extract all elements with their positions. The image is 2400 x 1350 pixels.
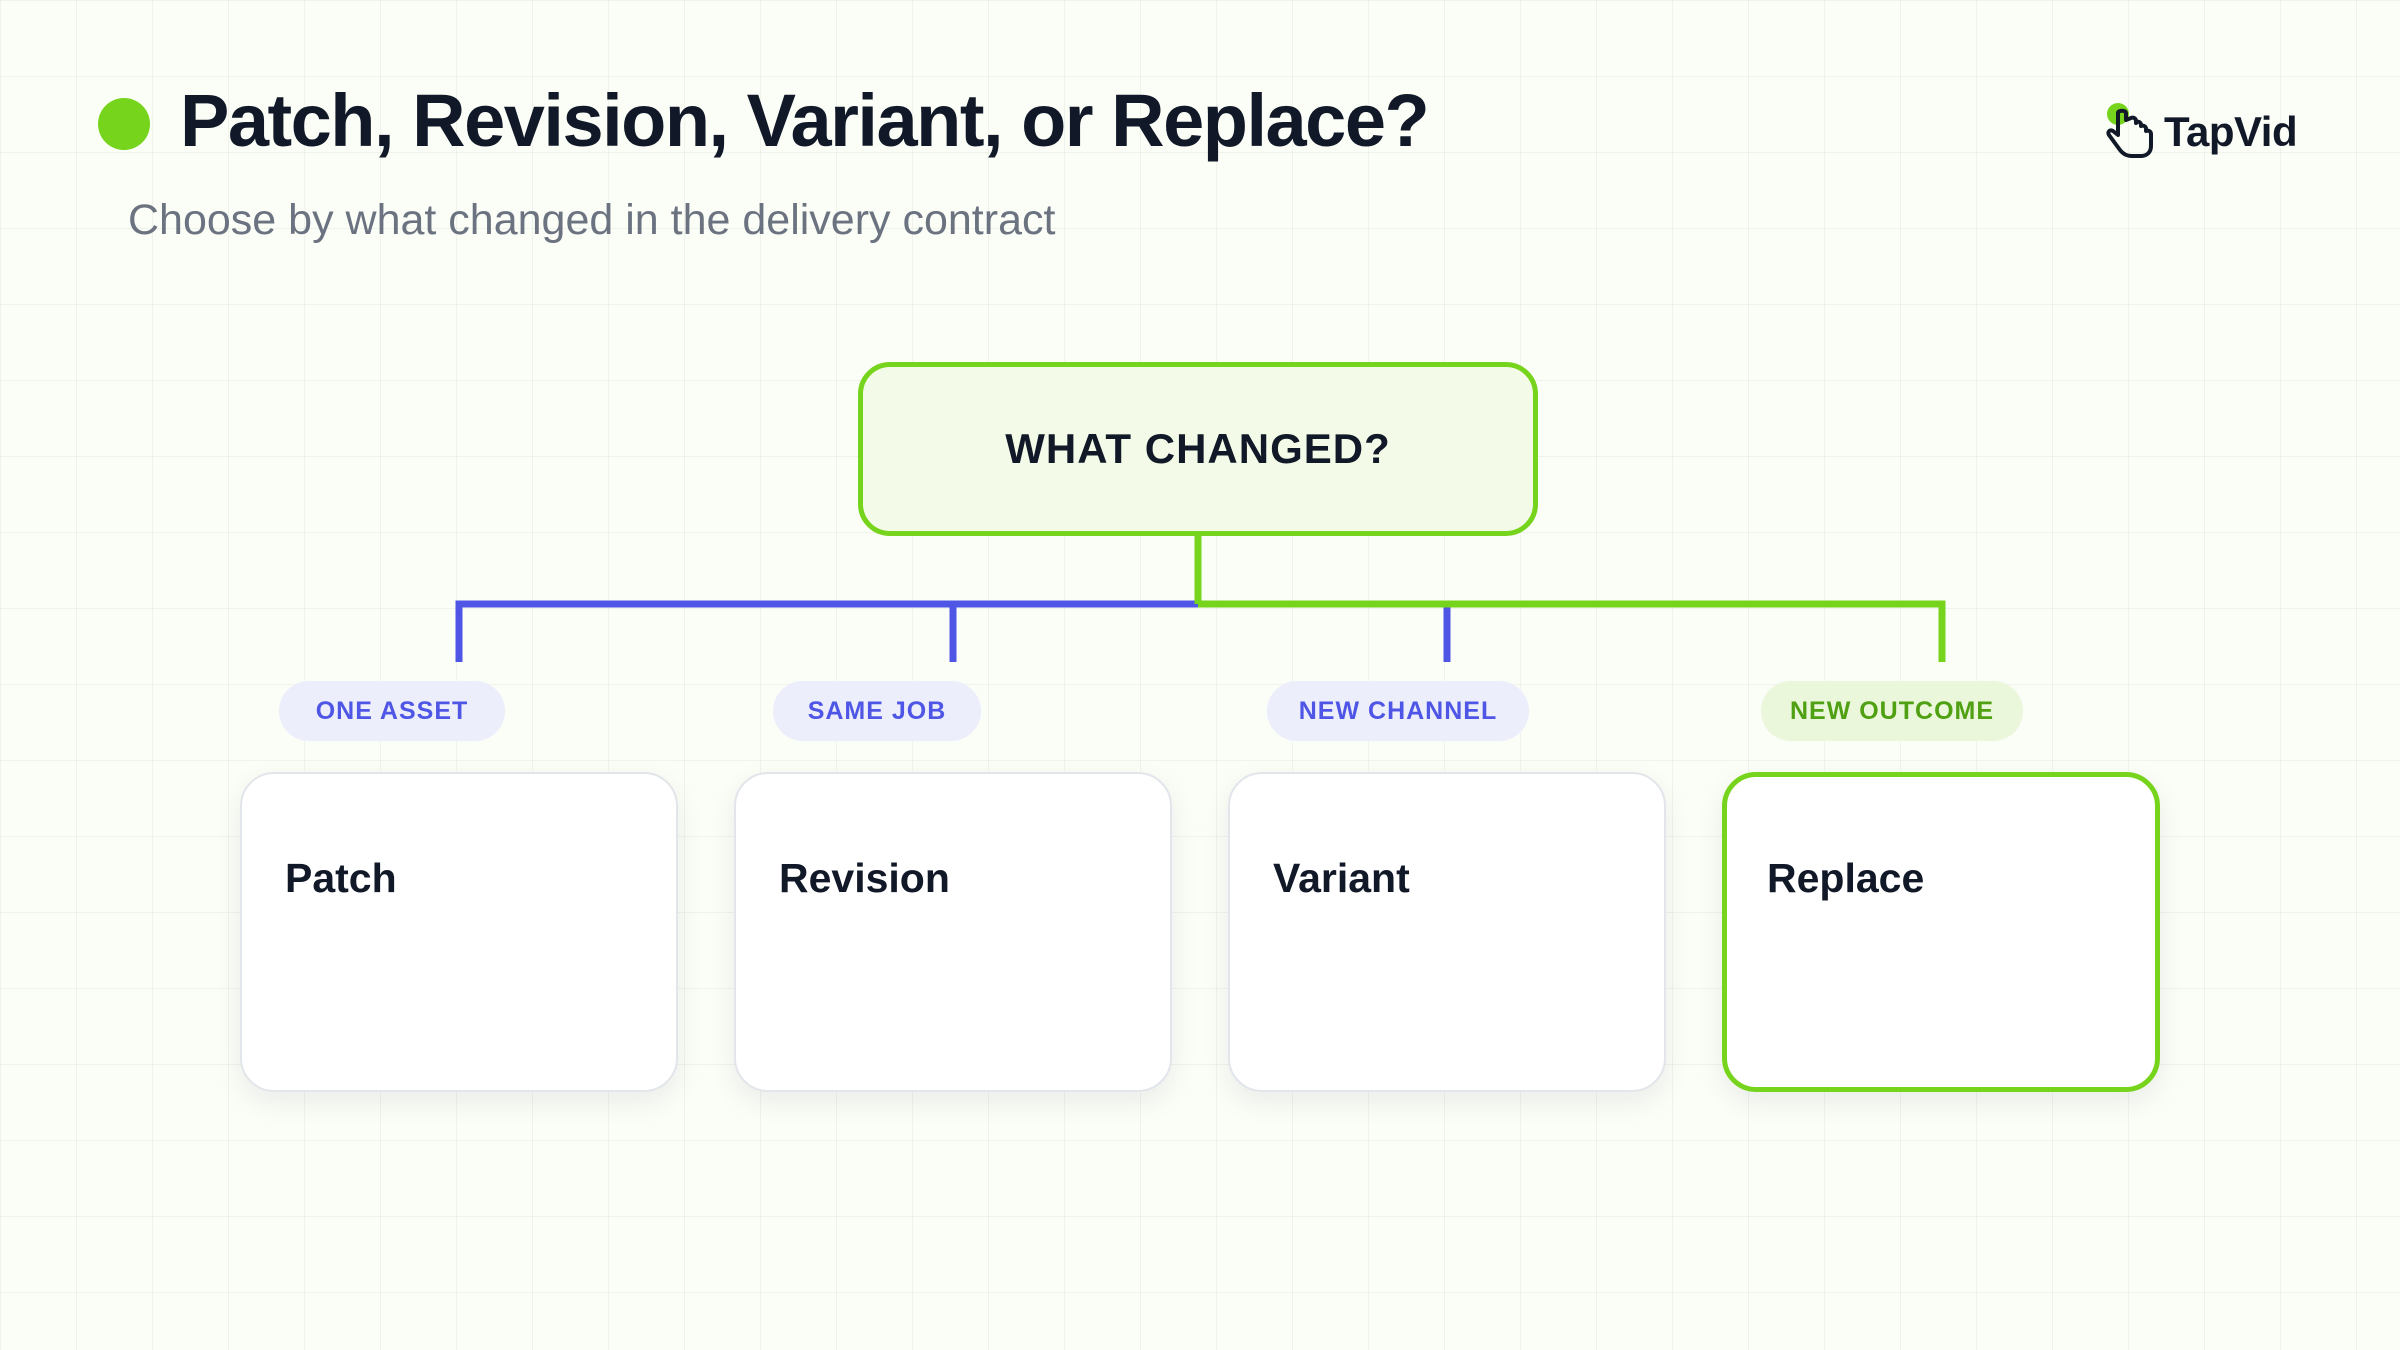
branch-pill-one-asset: ONE ASSET [279, 681, 505, 741]
connector-green [1194, 536, 1946, 662]
branch-pill-new-channel: NEW CHANNEL [1267, 681, 1529, 741]
branch-pill-new-outcome: NEW OUTCOME [1761, 681, 2023, 741]
option-card-replace: Replace [1722, 772, 2160, 1092]
option-card-title: Revision [779, 855, 950, 901]
option-card-variant: Variant [1228, 772, 1666, 1092]
title-bullet-dot [98, 98, 150, 150]
option-card-revision: Revision [734, 772, 1172, 1092]
connector-blue [455, 600, 1451, 662]
branch-pill-label: NEW OUTCOME [1789, 696, 1995, 725]
branch-pill-label: SAME JOB [807, 696, 947, 725]
option-card-title: Patch [285, 855, 397, 901]
option-card-patch: Patch [240, 772, 678, 1092]
option-card-title: Variant [1273, 855, 1410, 901]
hand-pointer-icon [2106, 103, 2153, 158]
tapvid-logo: TapVid [2104, 100, 2298, 164]
root-question-label: WHAT CHANGED? [1005, 425, 1391, 472]
branch-pill-same-job: SAME JOB [773, 681, 981, 741]
page-subtitle: Choose by what changed in the delivery c… [128, 196, 1056, 244]
option-card-title: Replace [1767, 855, 1925, 901]
branch-pill-label: ONE ASSET [315, 696, 469, 725]
root-question-box: WHAT CHANGED? [858, 362, 1538, 536]
page-title: Patch, Revision, Variant, or Replace? [180, 79, 1430, 162]
branch-pill-label: NEW CHANNEL [1298, 696, 1498, 725]
logo-text: TapVid [2164, 108, 2298, 155]
